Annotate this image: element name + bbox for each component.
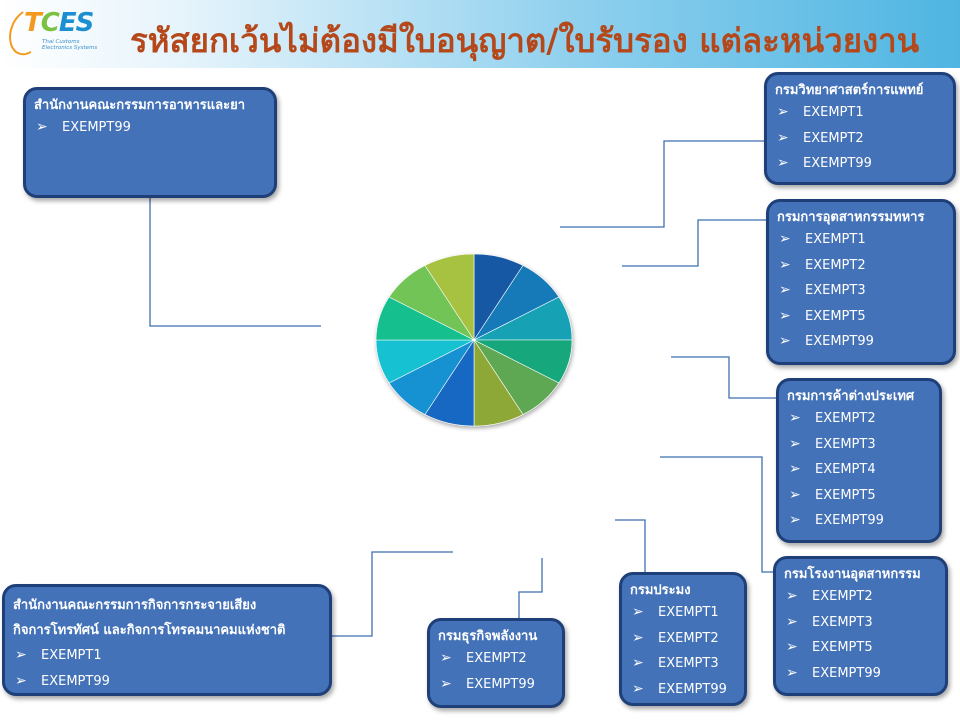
arrowhead-bullet-icon: ➢ <box>786 588 798 604</box>
connector-nbtc <box>332 551 453 637</box>
box-title: กรมประมง <box>630 583 691 598</box>
box-title: กรมการค้าต่างประเทศ <box>787 389 915 404</box>
box-title-line1: สำนักงานคณะกรรมการกิจการกระจายเสียง <box>13 598 257 613</box>
box-defense-industry: กรมการอุตสาหกรรมทหาร ➢EXEMPT1 ➢EXEMPT2 ➢… <box>766 199 956 365</box>
arrowhead-bullet-icon: ➢ <box>789 461 801 477</box>
list-item: ➢EXEMPT5 <box>787 483 931 509</box>
arrowhead-bullet-icon: ➢ <box>632 629 644 646</box>
list-item: ➢EXEMPT3 <box>784 610 937 636</box>
list-item: ➢EXEMPT3 <box>787 432 931 458</box>
arrowhead-bullet-icon: ➢ <box>777 104 789 120</box>
arrowhead-bullet-icon: ➢ <box>15 647 27 663</box>
arrowhead-bullet-icon: ➢ <box>786 613 798 630</box>
arrowhead-bullet-icon: ➢ <box>777 129 789 146</box>
list-item: ➢EXEMPT1 <box>777 227 945 253</box>
arrowhead-bullet-icon: ➢ <box>440 650 452 666</box>
connector-factory <box>660 456 775 573</box>
arrowhead-bullet-icon: ➢ <box>779 307 791 324</box>
arrowhead-bullet-icon: ➢ <box>789 435 801 452</box>
arrowhead-bullet-icon: ➢ <box>632 604 644 620</box>
arrowhead-bullet-icon: ➢ <box>779 333 791 349</box>
list-item: ➢EXEMPT2 <box>775 126 945 152</box>
arrowhead-bullet-icon: ➢ <box>632 680 644 697</box>
list-item: ➢EXEMPT1 <box>13 643 321 669</box>
box-title: กรมโรงงานอุตสาหกรรม <box>784 567 921 582</box>
list-item: ➢EXEMPT5 <box>784 635 937 661</box>
list-item: ➢EXEMPT99 <box>438 672 554 698</box>
list-item: ➢EXEMPT4 <box>787 457 931 483</box>
list-item: ➢EXEMPT99 <box>777 329 945 355</box>
list-item: ➢EXEMPT2 <box>784 584 937 610</box>
arrowhead-bullet-icon: ➢ <box>779 231 791 247</box>
box-energy-business: กรมธุรกิจพลังงาน ➢EXEMPT2 ➢EXEMPT99 <box>427 618 565 708</box>
list-item: ➢EXEMPT99 <box>13 669 321 695</box>
list-item: ➢EXEMPT99 <box>787 508 931 534</box>
arrowhead-bullet-icon: ➢ <box>789 486 801 503</box>
arrowhead-bullet-icon: ➢ <box>789 410 801 426</box>
box-fda: สำนักงานคณะกรรมการอาหารและยา ➢EXEMPT99 <box>23 87 277 198</box>
box-foreign-trade: กรมการค้าต่างประเทศ ➢EXEMPT2 ➢EXEMPT3 ➢E… <box>776 378 942 543</box>
arrowhead-bullet-icon: ➢ <box>440 675 452 692</box>
arrowhead-bullet-icon: ➢ <box>15 672 27 689</box>
logo-wordmark: TCES <box>24 8 94 38</box>
list-item: ➢EXEMPT2 <box>438 646 554 672</box>
connector-energy-business <box>518 558 543 620</box>
box-title-line2: กิจการโทรทัศน์ และกิจการโทรคมนาคมแห่งชาต… <box>13 623 286 638</box>
arrowhead-bullet-icon: ➢ <box>779 256 791 273</box>
arrowhead-bullet-icon: ➢ <box>632 655 644 671</box>
arrowhead-bullet-icon: ➢ <box>777 155 789 171</box>
arrowhead-bullet-icon: ➢ <box>36 119 48 135</box>
box-title: กรมการอุตสาหกรรมทหาร <box>777 210 925 225</box>
box-title: กรมธุรกิจพลังงาน <box>438 629 538 644</box>
list-item: ➢EXEMPT99 <box>784 661 937 687</box>
box-factory: กรมโรงงานอุตสาหกรรม ➢EXEMPT2 ➢EXEMPT3 ➢E… <box>773 556 948 696</box>
list-item: ➢EXEMPT2 <box>630 626 736 652</box>
pie-slice <box>424 253 475 342</box>
connector-foreign-trade <box>671 356 776 399</box>
connector-dmsc <box>560 140 766 228</box>
page-title: รหัสยกเว้นไม่ต้องมีใบอนุญาต/ใบรับรอง แต่… <box>130 21 920 60</box>
arrowhead-bullet-icon: ➢ <box>779 282 791 298</box>
arrowhead-bullet-icon: ➢ <box>786 639 798 655</box>
arrowhead-bullet-icon: ➢ <box>786 664 798 681</box>
box-title: กรมวิทยาศาสตร์การแพทย์ <box>775 83 924 98</box>
list-item: ➢EXEMPT3 <box>630 651 736 677</box>
list-item: ➢EXEMPT2 <box>787 406 931 432</box>
connector-defense-industry <box>622 219 766 267</box>
list-item: ➢EXEMPT99 <box>630 677 736 703</box>
list-item: ➢EXEMPT1 <box>630 600 736 626</box>
list-item: ➢EXEMPT99 <box>775 151 945 177</box>
box-title: สำนักงานคณะกรรมการอาหารและยา <box>34 98 246 113</box>
box-nbtc: สำนักงานคณะกรรมการกิจการกระจายเสียง กิจก… <box>2 584 332 696</box>
list-item: ➢EXEMPT5 <box>777 304 945 330</box>
box-dmsc: กรมวิทยาศาสตร์การแพทย์ ➢EXEMPT1 ➢EXEMPT2… <box>764 72 956 185</box>
list-item: ➢EXEMPT99 <box>34 115 266 141</box>
list-item: ➢EXEMPT3 <box>777 278 945 304</box>
list-item: ➢EXEMPT2 <box>777 253 945 279</box>
connector-fisheries <box>615 519 646 576</box>
connector-fda <box>149 198 321 327</box>
box-fisheries: กรมประมง ➢EXEMPT1 ➢EXEMPT2 ➢EXEMPT3 ➢EXE… <box>619 572 747 706</box>
arrowhead-bullet-icon: ➢ <box>789 512 801 528</box>
list-item: ➢EXEMPT1 <box>775 100 945 126</box>
